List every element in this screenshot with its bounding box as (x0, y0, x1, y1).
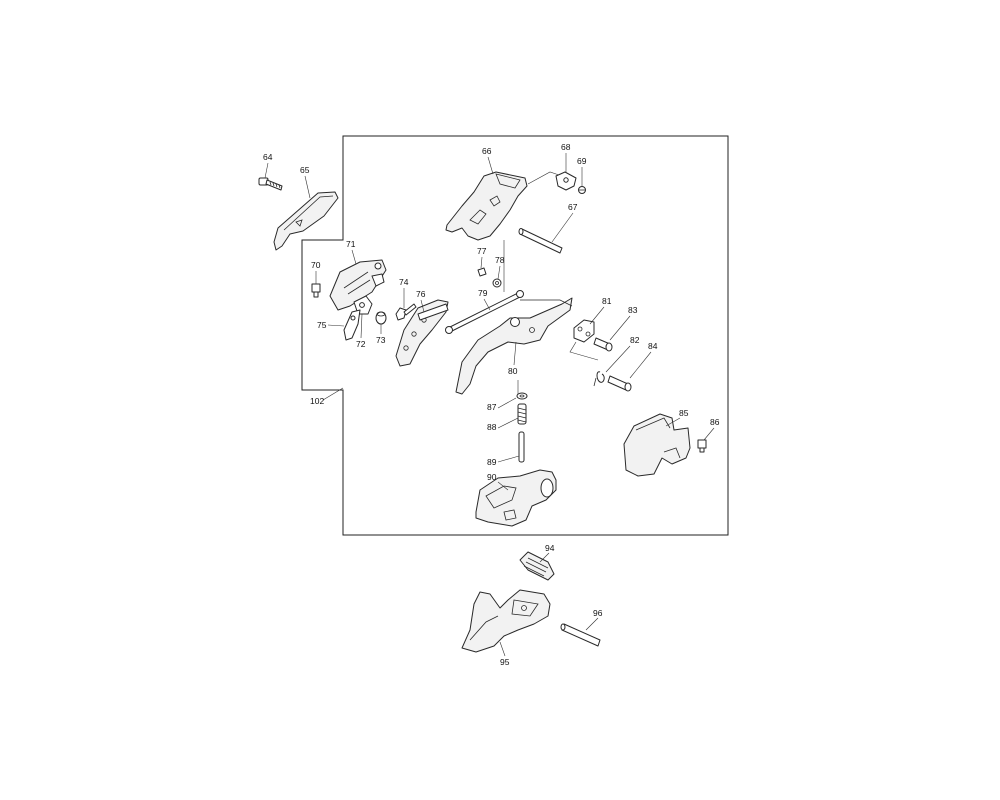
label-73: 73 (376, 335, 386, 345)
leader-78 (497, 265, 501, 280)
part-95-pedal[interactable] (461, 589, 551, 653)
label-102: 102 (310, 396, 324, 406)
label-81: 81 (602, 296, 612, 306)
label-65: 65 (300, 165, 310, 175)
label-89: 89 (487, 457, 497, 467)
label-95: 95 (500, 657, 510, 667)
label-90: 90 (487, 472, 497, 482)
leader-87 (497, 397, 517, 409)
leader-66 (487, 156, 494, 175)
leader-81 (589, 306, 605, 325)
leader-82 (605, 345, 631, 373)
leader-81-82 (569, 341, 599, 361)
part-79-rod[interactable] (445, 290, 524, 334)
leader-77 (480, 256, 483, 269)
leader-83 (609, 315, 631, 341)
label-74: 74 (399, 277, 409, 287)
label-82: 82 (630, 335, 640, 345)
part-86-screw[interactable] (697, 439, 707, 453)
leader-72 (360, 313, 363, 339)
part-90-base[interactable] (475, 469, 557, 527)
part-84-pin[interactable] (607, 375, 632, 392)
part-96-pin[interactable] (560, 623, 601, 647)
leader-80 (513, 341, 517, 366)
label-71: 71 (346, 239, 356, 249)
part-75-lever[interactable] (343, 309, 361, 341)
part-68-clip[interactable] (555, 171, 577, 191)
label-85: 85 (679, 408, 689, 418)
part-80-arm[interactable] (455, 297, 573, 395)
label-76: 76 (416, 289, 426, 299)
label-80: 80 (508, 366, 518, 376)
label-72: 72 (356, 339, 366, 349)
label-78: 78 (495, 255, 505, 265)
leader-67 (551, 212, 574, 243)
label-68: 68 (561, 142, 571, 152)
part-85-cover[interactable] (623, 413, 691, 477)
leader-88 (497, 417, 519, 429)
part-65-cover[interactable] (273, 191, 339, 251)
part-81-bracket[interactable] (573, 319, 595, 343)
part-82-spring[interactable] (593, 371, 605, 387)
label-77: 77 (477, 246, 487, 256)
leader-65 (304, 175, 311, 199)
label-69: 69 (577, 156, 587, 166)
part-69-screw[interactable] (578, 186, 586, 194)
assembly-frame-102 (301, 135, 729, 536)
part-64-screw[interactable] (258, 177, 283, 191)
leader-90 (497, 481, 509, 491)
label-96: 96 (593, 608, 603, 618)
part-87-washer[interactable] (516, 392, 528, 400)
part-73-knob[interactable] (375, 311, 387, 325)
label-86: 86 (710, 417, 720, 427)
part-94-pad[interactable] (519, 551, 555, 581)
part-78-bolt[interactable] (492, 278, 502, 288)
label-84: 84 (648, 341, 658, 351)
leader-94 (539, 552, 550, 563)
part-70-screw[interactable] (311, 283, 321, 298)
leader-64 (264, 162, 269, 179)
label-66: 66 (482, 146, 492, 156)
part-89-rod[interactable] (518, 431, 525, 463)
part-74-screw[interactable] (395, 303, 417, 321)
label-87: 87 (487, 402, 497, 412)
leader-86 (703, 427, 715, 441)
label-83: 83 (628, 305, 638, 315)
label-79: 79 (478, 288, 488, 298)
leader-84 (629, 351, 652, 379)
leader-75 (327, 324, 345, 327)
leader-79 (483, 298, 491, 311)
leader-85 (665, 417, 681, 427)
part-77-clip[interactable] (477, 267, 487, 277)
leader-89 (497, 455, 520, 463)
label-67: 67 (568, 202, 578, 212)
part-67-pin[interactable] (518, 228, 563, 254)
label-88: 88 (487, 422, 497, 432)
leader-95 (499, 641, 506, 657)
part-88-spring[interactable] (517, 403, 527, 425)
label-75: 75 (317, 320, 327, 330)
part-76-plate[interactable] (395, 299, 449, 367)
label-94: 94 (545, 543, 555, 553)
leader-96 (585, 617, 599, 631)
leader-71 (351, 249, 357, 265)
leader-102 (322, 387, 344, 401)
label-70: 70 (311, 260, 321, 270)
part-83-pin[interactable] (593, 337, 613, 352)
part-66-bracket[interactable] (445, 171, 528, 241)
part-71-housing[interactable] (329, 259, 387, 311)
leader-76 (420, 299, 425, 313)
label-64: 64 (263, 152, 273, 162)
